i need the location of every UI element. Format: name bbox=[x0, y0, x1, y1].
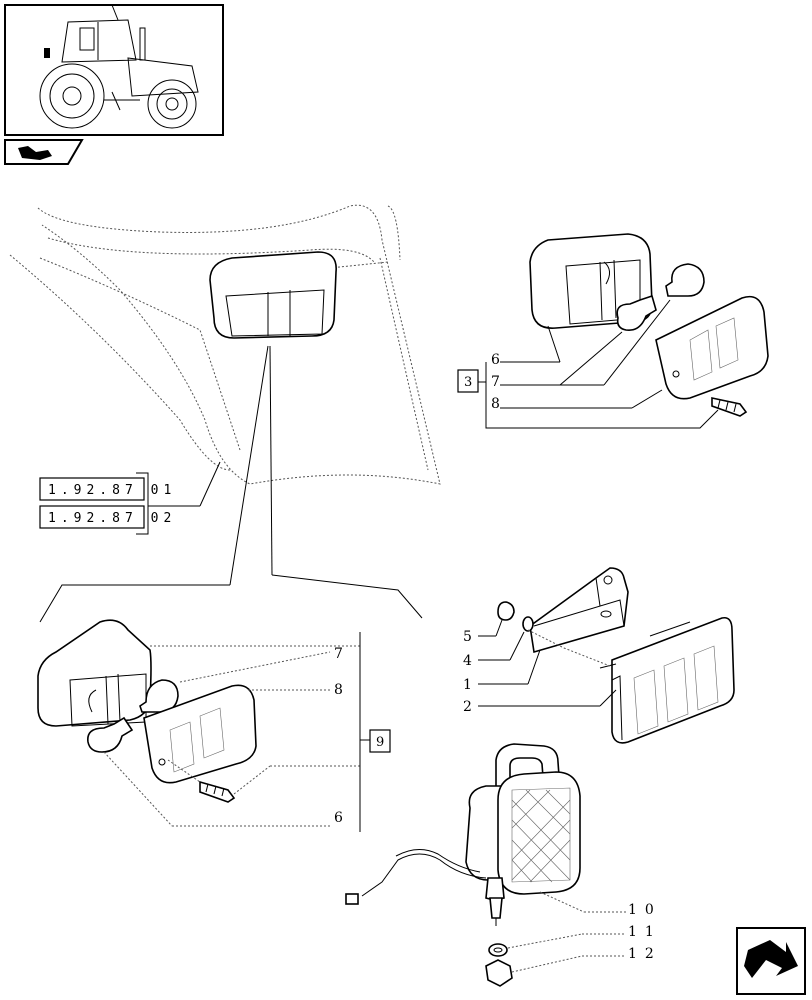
worklight-part-10[interactable]: 10 bbox=[628, 902, 662, 918]
worklight-part-12[interactable]: 12 bbox=[628, 946, 662, 962]
next-page-arrow-icon[interactable] bbox=[736, 927, 806, 995]
section-icon[interactable] bbox=[4, 139, 84, 165]
lamp-group-3: 3 6 7 8 bbox=[457, 233, 769, 429]
mount-part-5[interactable]: 5 bbox=[463, 629, 472, 645]
group-3-part-6[interactable]: 6 bbox=[491, 352, 500, 368]
mount-part-4[interactable]: 4 bbox=[463, 653, 472, 669]
group-9-box-label[interactable]: 9 bbox=[376, 735, 384, 750]
mount-part-1[interactable]: 1 bbox=[463, 677, 472, 693]
lamp-group-9: 9 7 8 6 bbox=[37, 619, 391, 832]
ref-code-1[interactable]: 1.92.87 01 bbox=[48, 483, 176, 498]
reference-codes: 1.92.87 01 1.92.87 02 bbox=[39, 472, 176, 535]
mount-part-2[interactable]: 2 bbox=[463, 699, 472, 715]
mounting-bracket-group: 5 4 1 2 bbox=[463, 567, 735, 744]
worklight-part-11[interactable]: 11 bbox=[628, 924, 662, 940]
tractor-thumbnail[interactable] bbox=[4, 4, 224, 136]
fender-outline bbox=[9, 204, 441, 485]
group-3-part-7[interactable]: 7 bbox=[491, 374, 500, 390]
group-3-box-label[interactable]: 3 bbox=[464, 375, 472, 390]
group-3-part-8[interactable]: 8 bbox=[491, 396, 500, 412]
ref-code-2[interactable]: 1.92.87 02 bbox=[48, 511, 176, 526]
group-9-part-7[interactable]: 7 bbox=[334, 646, 343, 662]
worklight-group: 10 11 12 bbox=[345, 743, 662, 987]
projection-lines bbox=[39, 345, 423, 623]
group-9-part-8[interactable]: 8 bbox=[334, 682, 343, 698]
group-9-part-6[interactable]: 6 bbox=[334, 810, 343, 826]
